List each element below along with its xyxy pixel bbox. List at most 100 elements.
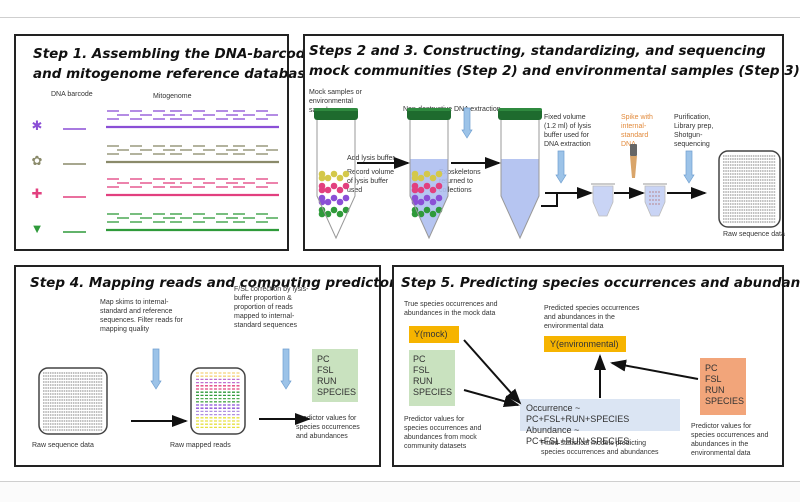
specimen-icon — [330, 182, 338, 190]
step5-panel: Step 5. Predicting species occurrences a… — [392, 265, 800, 467]
statistical-model-box: Occurrence ~ PC+FSL+RUN+SPECIES Abundanc… — [520, 399, 680, 446]
add-lysis-label: Add lysis buffer — [347, 155, 395, 162]
specimen-icon — [318, 174, 326, 182]
specimen-icon — [423, 182, 431, 190]
env-predictors-arrow — [610, 359, 699, 380]
specimen-icon — [318, 210, 326, 218]
raw-mapped-box — [190, 367, 246, 435]
y-mock-to-model-arrow — [463, 339, 522, 405]
dna-barcode-header: DNA barcode — [51, 91, 93, 98]
specimen-icon — [435, 182, 443, 190]
specimen-icon — [336, 198, 344, 206]
specimen-icon — [324, 174, 332, 182]
raw-sequence-label-step23: Raw sequence data — [723, 231, 785, 238]
footer-area — [0, 482, 800, 502]
specimen-icon — [435, 194, 443, 202]
to-pcr-connector — [541, 192, 580, 207]
lysis-tube — [407, 108, 451, 240]
spiked-pcr-tube — [643, 183, 667, 217]
specimen-icon — [423, 206, 431, 214]
raw-mapped-label: Raw mapped reads — [170, 442, 231, 449]
tube-body — [409, 120, 449, 240]
specimen-icon — [417, 174, 425, 182]
fsl-correction-arrow-icon — [280, 348, 292, 390]
bee-icon: ▼ — [31, 221, 44, 236]
step1-title-line2: and mitogenome reference databases — [33, 66, 323, 82]
step5-title: Step 5. Predicting species occurrences a… — [401, 275, 800, 291]
pcr-tube-body — [592, 185, 614, 217]
extraction-pcr-tube — [591, 183, 615, 217]
specimen-icon — [417, 198, 425, 206]
pipette-handle — [630, 144, 637, 156]
mapping-graphic — [38, 348, 311, 435]
specimen-icon — [429, 186, 437, 194]
nondestructive-label: Non-destructive DNA extraction — [403, 106, 501, 113]
specimen-icon — [429, 210, 437, 218]
purification-label: Purification,Library prep,Shotgun-sequen… — [674, 114, 714, 148]
tube-body — [316, 120, 356, 240]
specimen-icon — [342, 182, 350, 190]
step23-title-line1: Steps 2 and 3. Constructing, standardizi… — [309, 43, 766, 59]
dragonfly-icon: ✚ — [32, 186, 43, 201]
reference-database-graphic: ✱ ✿ ✚ ▼ — [31, 110, 279, 236]
specimen-icon — [330, 206, 338, 214]
pipette-tip-icon — [630, 156, 637, 178]
sample-tube — [314, 108, 358, 240]
specimen-icon — [324, 186, 332, 194]
specimen-icon — [423, 170, 431, 178]
tube-body — [500, 120, 540, 240]
fsl-correction-label: F/SL correction by lysis-buffer proporti… — [234, 286, 309, 329]
bottom-divider — [0, 481, 800, 482]
purification-arrow-icon — [683, 150, 695, 184]
specimen-icon — [411, 210, 419, 218]
raw-sequence-label-step4: Raw sequence data — [32, 442, 94, 449]
nondestructive-arrow-icon — [461, 107, 473, 139]
step1-panel: Step 1. Assembling the DNA-barcode and m… — [14, 34, 323, 251]
top-divider — [0, 17, 800, 18]
specimen-icon — [411, 174, 419, 182]
y-mock-box: Y(mock) — [409, 326, 459, 343]
fixed-volume-arrow-icon — [555, 150, 567, 184]
step4-title: Step 4. Mapping reads and computing pred… — [30, 275, 404, 291]
spider-icon: ✱ — [32, 118, 43, 133]
sample-processing-graphic — [314, 107, 781, 240]
y-environmental-box: Y(environmental) — [544, 336, 626, 352]
specimen-icon — [342, 170, 350, 178]
map-skims-label: Map skims to internal-standard and refer… — [100, 299, 183, 333]
specimen-icon — [342, 194, 350, 202]
specimen-icon — [336, 210, 344, 218]
specimen-icon — [318, 186, 326, 194]
mitogenome-header: Mitogenome — [153, 93, 192, 100]
extraction-tube — [498, 108, 542, 240]
lysis-buffer-liquid — [501, 159, 539, 238]
specimen-icon — [330, 170, 338, 178]
specimen-icon — [336, 186, 344, 194]
specimen-icon — [429, 198, 437, 206]
map-skims-arrow-icon — [150, 348, 162, 390]
tube-cap-top — [407, 108, 451, 111]
tube-cap-top — [314, 108, 358, 111]
specimen-icon — [330, 194, 338, 202]
step23-title-line2: mock communities (Step 2) and environmen… — [309, 63, 800, 79]
step4-panel: Step 4. Mapping reads and computing pred… — [14, 265, 404, 467]
specimen-icon — [417, 186, 425, 194]
specimen-icon — [336, 174, 344, 182]
pcr-tube-body — [644, 185, 666, 217]
step23-panel: Steps 2 and 3. Constructing, standardizi… — [303, 34, 800, 251]
specimen-icon — [429, 174, 437, 182]
step1-title-line1: Step 1. Assembling the DNA-barcode — [33, 46, 315, 62]
predictors-to-model-arrow — [463, 389, 520, 408]
beetle-icon: ✿ — [32, 153, 43, 168]
